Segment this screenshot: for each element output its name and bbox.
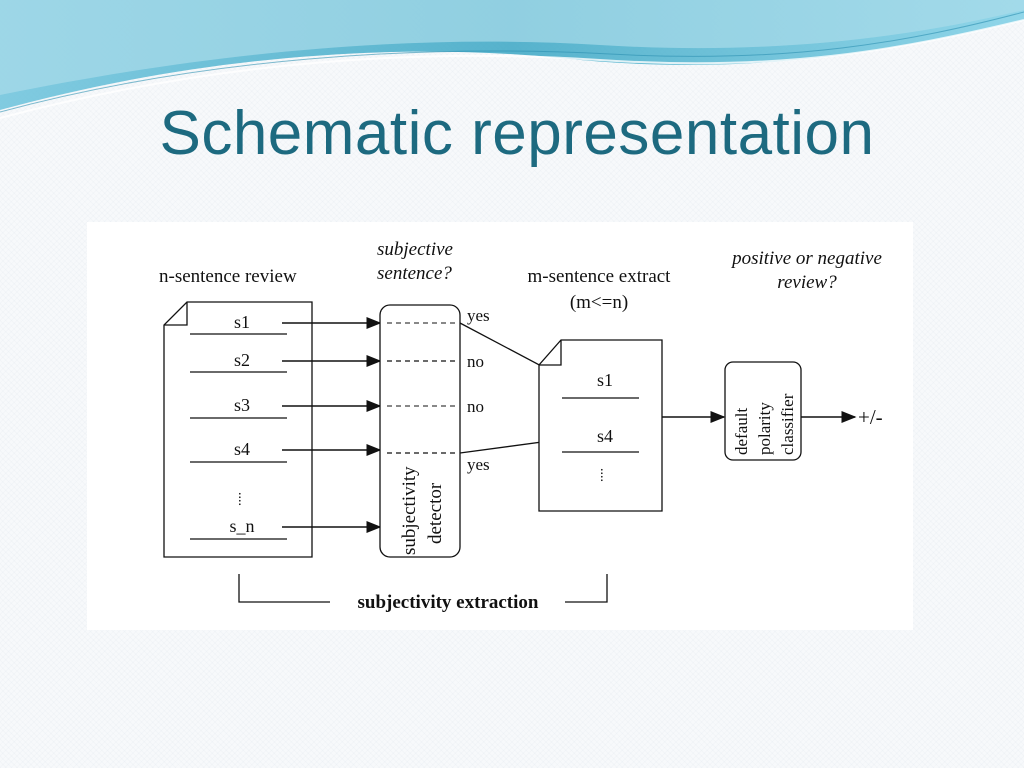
question-subjective-line2: sentence? [377,263,452,284]
schematic-diagram: n-sentence review subjective sentence? m… [159,239,883,613]
classifier-label-line2: polarity [755,402,774,455]
review-sentence-s2: s2 [234,350,250,370]
output-label: +/- [858,405,883,429]
decision-s1: yes [467,306,490,325]
classifier-label-line1: default [732,408,751,455]
question-polarity-line1: positive or negative [730,248,882,269]
review-sentence-s3: s3 [234,395,250,415]
header-wave-decoration [0,0,1024,119]
decision-s2: no [467,352,484,371]
review-label: n-sentence review [159,266,297,287]
extract-ellipsis: .... [597,468,612,482]
extract-sentence-s1: s1 [597,370,613,390]
extract-document [538,339,663,512]
question-polarity-line2: review? [777,272,837,293]
bracket-right [565,574,608,603]
extract-sentence-s4: s4 [597,426,613,446]
decision-s4: yes [467,455,490,474]
polarity-classifier-box [724,361,802,461]
extract-label-line1: m-sentence extract [528,266,672,287]
bracket-label: subjectivity extraction [358,592,539,613]
slide-title: Schematic representation [159,99,875,168]
subjectivity-detector-box [379,304,461,558]
review-sentence-s1: s1 [234,312,250,332]
decision-s3: no [467,397,484,416]
review-sentence-sn: s_n [229,516,254,536]
extract-document-fold [539,340,562,366]
question-subjective-line1: subjective [377,239,453,260]
review-ellipsis: .... [235,492,250,506]
classifier-label-line3: classifier [778,393,797,455]
bracket-left [238,574,330,603]
review-sentence-s4: s4 [234,439,250,459]
extract-label-line2: (m<=n) [570,292,628,313]
schematic-figure: n-sentence review subjective sentence? m… [87,222,913,630]
detector-label-line1: subjectivity [399,466,420,555]
review-document [163,301,313,558]
detector-label-line2: detector [425,482,446,544]
review-document-fold [164,302,188,326]
